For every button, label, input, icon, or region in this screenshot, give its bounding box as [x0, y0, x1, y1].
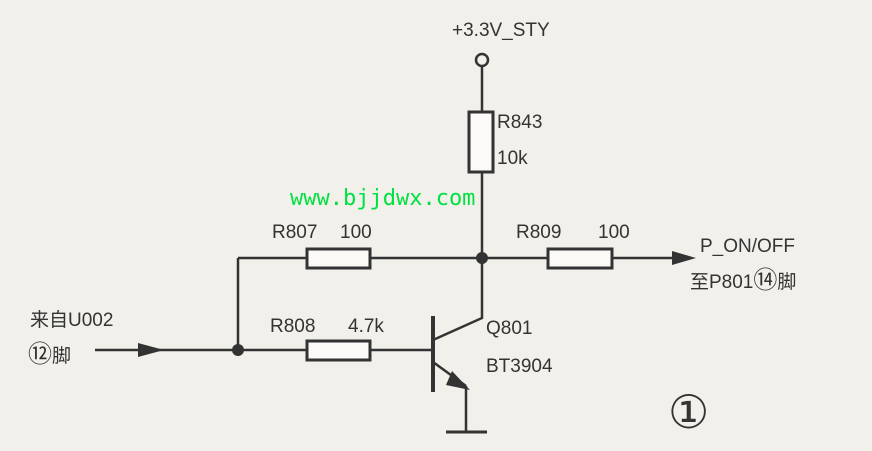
- transistor-part: BT3904: [486, 356, 553, 377]
- input-arrow: [138, 343, 164, 357]
- r807-value: 100: [340, 222, 372, 243]
- supply-terminal: [474, 52, 490, 68]
- input-pin: ⑫脚: [28, 341, 71, 368]
- resistor-r807: [305, 247, 372, 270]
- r809-name: R809: [516, 222, 561, 243]
- resistor-r809: [546, 247, 614, 270]
- input-source: 来自U002: [30, 309, 113, 331]
- transistor-collector: [432, 258, 484, 342]
- output-signal: P_ON/OFF: [700, 236, 795, 257]
- r808-name: R808: [270, 316, 315, 337]
- emitter-arrow: [446, 371, 470, 390]
- r843-value: 10k: [497, 148, 528, 169]
- output-arrow: [672, 251, 696, 265]
- figure-number: ①: [668, 385, 709, 439]
- watermark: www.bjjdwx.com: [290, 186, 475, 211]
- r808-value: 4.7k: [348, 316, 384, 337]
- r809-value: 100: [598, 222, 630, 243]
- supply-label: +3.3V_STY: [452, 20, 550, 41]
- output-dest: 至P801⑭脚: [690, 267, 796, 294]
- resistor-r843: [467, 110, 495, 174]
- transistor-name: Q801: [486, 318, 532, 339]
- r843-name: R843: [497, 112, 542, 133]
- resistor-r808: [305, 339, 372, 362]
- junction-node: [232, 344, 244, 356]
- r807-name: R807: [272, 222, 317, 243]
